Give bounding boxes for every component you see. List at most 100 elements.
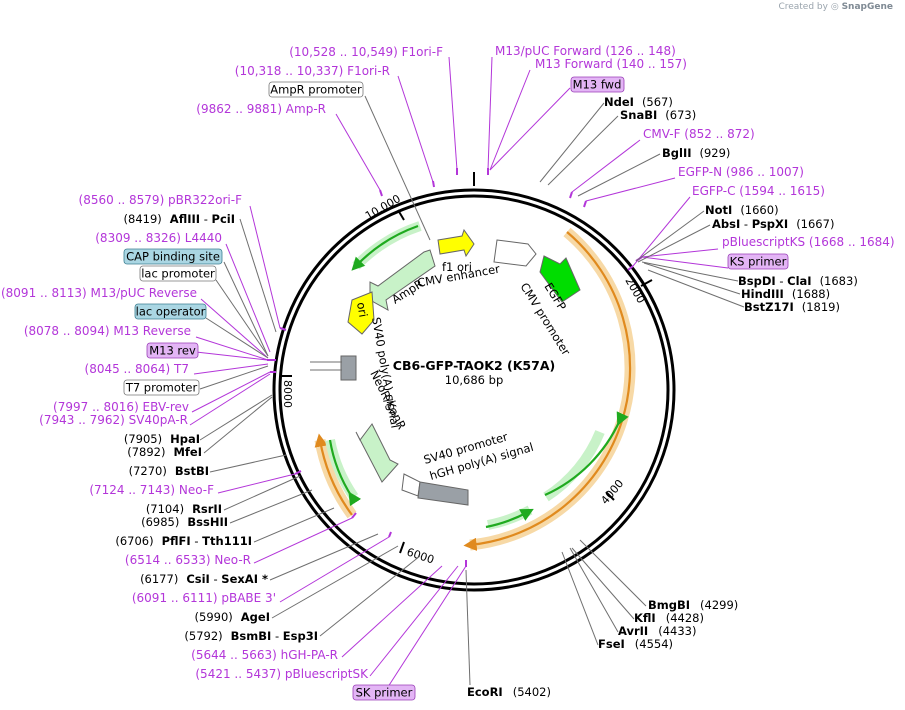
leader-noti — [635, 210, 705, 262]
label-neo-f: (7124 .. 7143) Neo-F — [89, 483, 214, 497]
leader-t7 — [193, 363, 269, 375]
tick-10000 — [397, 209, 405, 221]
label-ori: ori — [354, 301, 370, 318]
label-m13-forward: M13 Forward (140 .. 157) — [535, 57, 687, 71]
primer-ks: KS primer — [727, 253, 789, 270]
label-pbluescriptks: pBluescriptKS (1668 .. 1684) — [722, 235, 895, 249]
site-aflIII: (8419)AflIII - PciI — [124, 212, 235, 226]
site-absi: AbsI - PspXI(1667) — [712, 217, 834, 231]
leader-f1ori-f — [448, 56, 458, 171]
label-cmv-f: CMV-F (852 .. 872) — [643, 127, 755, 141]
label-m13puc-forward: M13/pUC Forward (126 .. 148) — [495, 44, 676, 58]
credit-prefix: Created by — [778, 2, 828, 12]
mark-neo-f — [294, 470, 302, 475]
plasmid-name: CB6-GFP-TAOK2 (K57A) — [393, 358, 555, 373]
cap-binding-site-label: CAP binding site — [126, 250, 220, 264]
leader-bsshii — [229, 489, 313, 524]
leader-amp-r — [335, 113, 381, 191]
leader-snabi — [547, 115, 619, 186]
leader-ampr-promoter — [364, 95, 431, 241]
mark-egfp-n — [583, 200, 587, 208]
tick-2000 — [640, 279, 653, 287]
site-agei: (5990)AgeI — [195, 610, 270, 624]
leader-hindiii — [643, 262, 741, 295]
primer-sk: SK primer — [352, 684, 416, 701]
cds-arc-3 — [351, 224, 419, 271]
mark-pbabe — [388, 531, 392, 538]
cap-binding-site-box: CAP binding site — [123, 248, 223, 265]
label-f1-ori: f1 ori — [442, 260, 472, 274]
leader-aflIII — [239, 218, 277, 333]
tick-label-2000: 2000 — [622, 275, 647, 306]
primer-m13-rev: M13 rev — [146, 342, 199, 359]
lac-operator-box: lac operator — [134, 303, 207, 320]
site-bstbi: (7270)BstBI — [129, 464, 209, 478]
leader-pbabe — [279, 536, 390, 603]
leader-bstbi — [209, 454, 287, 473]
tick-4000 — [605, 491, 615, 501]
leader-f1ori-r — [397, 75, 434, 183]
leader-hpai — [199, 394, 273, 441]
tick-label-4000: 4000 — [598, 477, 626, 507]
backbone-outer — [272, 188, 676, 592]
leader-m13fwd-primer — [489, 87, 571, 171]
label-pbr322ori-f: (8560 .. 8579) pBR322ori-F — [79, 193, 243, 207]
cds-arc-1 — [544, 411, 629, 497]
leader-csii — [269, 533, 379, 581]
primer-sk-label: SK primer — [356, 686, 413, 700]
site-fsei: FseI(4554) — [598, 637, 673, 651]
leader-bmgbi — [579, 539, 647, 607]
ampr-promoter-box: AmpR promoter — [268, 81, 364, 98]
lac-promoter-box: lac promoter — [139, 265, 217, 282]
leader-ndei — [539, 102, 605, 183]
label-m13puc-reverse: (8091 .. 8113) M13/pUC Reverse — [1, 286, 197, 300]
leader-egfp-n — [585, 177, 676, 202]
label-sv40pa-r: (7943 .. 7962) SV40pA-R — [39, 413, 188, 427]
primer-m13-fwd: M13 fwd — [570, 76, 625, 93]
leader-ecori — [465, 569, 471, 686]
snapgene-credit: Created by ◎ SnapGene — [778, 2, 893, 12]
leader-m13rev-primer — [195, 351, 268, 361]
leader-absi — [637, 224, 711, 263]
snapgene-logo-icon: ◎ — [830, 2, 839, 12]
label-neo-r: (6514 .. 6533) Neo-R — [125, 553, 251, 567]
site-ndei: NdeI(567) — [604, 95, 673, 109]
leader-avrii — [569, 547, 619, 633]
leader-bglii — [577, 153, 661, 197]
site-bsmbi: (5792)BsmBI - Esp3I — [184, 629, 318, 643]
f1-ori-arrow — [437, 228, 475, 258]
site-hpai: (7905)HpaI — [124, 432, 200, 446]
leader-pbr322 — [249, 205, 281, 329]
mark-pbr322 — [279, 327, 287, 331]
tick-label-6000: 6000 — [405, 545, 436, 566]
leader-pflfi — [253, 507, 335, 543]
label-egfp-c: EGFP-C (1594 .. 1615) — [692, 184, 825, 198]
site-pflfi: (6706)PflFI - Tth111I — [115, 534, 252, 548]
leader-ebv — [191, 371, 271, 413]
egfp-arrow — [539, 255, 581, 303]
mark-cmv-f — [569, 191, 573, 199]
mark-neo-r — [351, 512, 357, 519]
leader-bstz17i — [647, 269, 745, 308]
cds-arc-2-halo — [486, 505, 533, 530]
primer-m13-fwd-label: M13 fwd — [573, 78, 622, 92]
leader-neo-f — [217, 473, 296, 494]
tick-6000 — [399, 541, 405, 554]
leader-sk-primer — [385, 565, 467, 691]
leader-rsrii — [223, 475, 301, 511]
leader-ks-primer — [641, 256, 729, 269]
site-snabi: SnaBI(673) — [620, 108, 696, 122]
backbone-inner — [278, 194, 670, 586]
leader-egfp-c — [632, 196, 691, 267]
site-kfli: KflI(4428) — [634, 611, 704, 625]
label-pbluescriptsk: (5421 .. 5437) pBluescriptSK — [195, 667, 369, 681]
leader-hgh — [341, 565, 443, 658]
sv40-polya-box — [340, 355, 357, 381]
cds-arc-2 — [485, 508, 534, 529]
mark-amp-r — [379, 189, 383, 197]
site-bglii: BglII(929) — [662, 146, 730, 160]
lac-promoter-label: lac promoter — [141, 267, 215, 281]
leader-cmv-f — [571, 139, 641, 193]
mark-egfp-c — [627, 265, 634, 271]
